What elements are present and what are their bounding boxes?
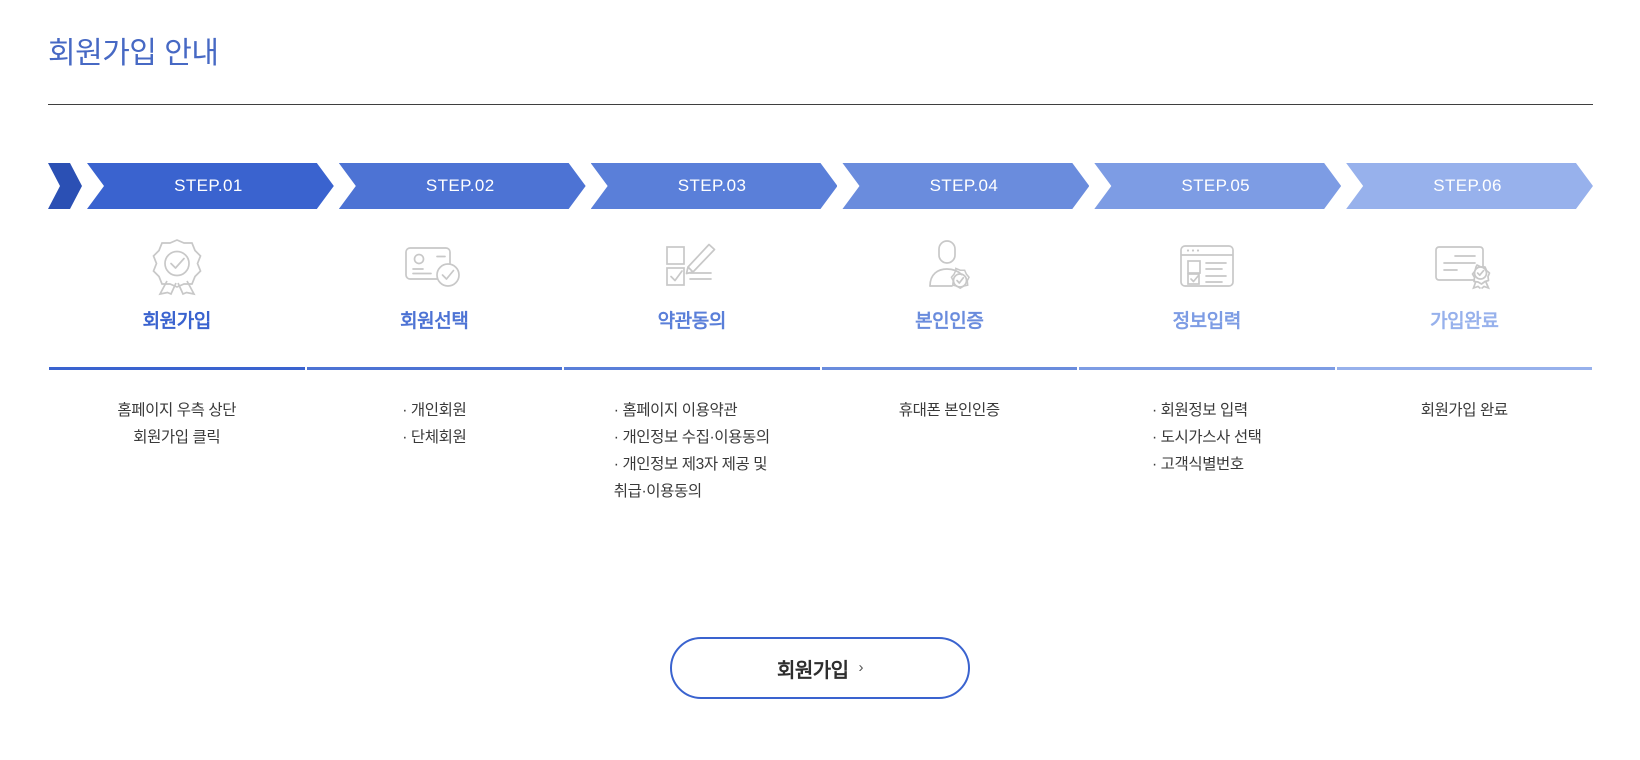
desc-line: 회원가입 클릭 (133, 429, 221, 446)
ribbon-check-icon (150, 228, 204, 304)
step-desc-1: 홈페이지 우측 상단 회원가입 클릭 (117, 397, 236, 451)
desc-line: 회원정보 입력 (1152, 397, 1262, 424)
step-badge-label: STEP.03 (677, 176, 747, 195)
step-detail-columns: 회원가입 홈페이지 우측 상단 회원가입 클릭 회원선택 (48, 228, 1593, 505)
cta-area: 회원가입 › (0, 637, 1640, 699)
checklist-pen-icon (663, 228, 721, 304)
step-desc-6: 회원가입 완료 (1421, 397, 1508, 424)
step-divider-3 (564, 367, 820, 370)
certificate-seal-icon (1433, 228, 1495, 304)
step-badge-4[interactable]: STEP.04 (842, 163, 1089, 209)
step-column-4: 본인인증 휴대폰 본인인증 (821, 228, 1079, 505)
step-badge-label: STEP.01 (174, 176, 243, 195)
desc-line: 홈페이지 이용약관 (614, 397, 770, 424)
step-desc-4: 휴대폰 본인인증 (899, 397, 1000, 424)
step-desc-3: 홈페이지 이용약관 개인정보 수집·이용동의 개인정보 제3자 제공 및 취급·… (614, 397, 770, 505)
step-badge-label: STEP.04 (929, 176, 999, 195)
step-divider-5 (1079, 367, 1335, 370)
signup-button-label: 회원가입 (776, 659, 849, 682)
step-column-3: 약관동의 홈페이지 이용약관 개인정보 수집·이용동의 개인정보 제3자 제공 … (563, 228, 821, 505)
desc-line: 도시가스사 선택 (1152, 424, 1262, 451)
page-title: 회원가입 안내 (48, 37, 219, 70)
step-badge-6[interactable]: STEP.06 (1346, 163, 1593, 209)
lead-double-chevron-icon (48, 163, 82, 209)
step-divider-4 (821, 367, 1077, 370)
title-divider (48, 104, 1593, 105)
step-badge-5[interactable]: STEP.05 (1094, 163, 1341, 209)
step-badge-1[interactable]: STEP.01 (87, 163, 334, 209)
step-progress-bar: STEP.01 STEP.02 STEP.03 STEP.04 STEP.05 … (48, 163, 1593, 209)
desc-line: 개인정보 제3자 제공 및 취급·이용동의 (614, 451, 770, 505)
step-label-3: 약관동의 (657, 311, 727, 332)
step-divider-1 (49, 367, 305, 370)
step-desc-5: 회원정보 입력 도시가스사 선택 고객식별번호 (1152, 397, 1262, 478)
step-label-5: 정보입력 (1172, 311, 1242, 332)
desc-line: 개인회원 (402, 397, 467, 424)
person-badge-icon (922, 228, 976, 304)
desc-line: 개인정보 수집·이용동의 (614, 424, 770, 451)
chevron-right-icon: › (858, 658, 864, 676)
step-label-6: 가입완료 (1430, 311, 1499, 332)
desc-line: 고객식별번호 (1152, 451, 1262, 478)
step-divider-6 (1336, 367, 1592, 370)
step-badge-label: STEP.02 (425, 176, 495, 195)
desc-line: 홈페이지 우측 상단 (117, 402, 237, 419)
step-badge-3[interactable]: STEP.03 (591, 163, 838, 209)
step-column-6: 가입완료 회원가입 완료 (1336, 228, 1594, 505)
desc-line: 휴대폰 본인인증 (898, 402, 1000, 419)
step-desc-2: 개인회원 단체회원 (402, 397, 467, 451)
step-column-2: 회원선택 개인회원 단체회원 (306, 228, 564, 505)
step-badge-2[interactable]: STEP.02 (339, 163, 586, 209)
step-column-1: 회원가입 홈페이지 우측 상단 회원가입 클릭 (48, 228, 306, 505)
signup-button[interactable]: 회원가입 › (670, 637, 970, 699)
form-window-icon (1178, 228, 1236, 304)
step-label-1: 회원가입 (142, 311, 212, 332)
id-card-check-icon (403, 228, 465, 304)
step-badge-label: STEP.05 (1181, 176, 1251, 195)
step-label-2: 회원선택 (400, 311, 469, 332)
step-divider-2 (306, 367, 562, 370)
step-label-4: 본인인증 (915, 311, 984, 332)
step-badge-label: STEP.06 (1433, 176, 1502, 195)
step-column-5: 정보입력 회원정보 입력 도시가스사 선택 고객식별번호 (1078, 228, 1336, 505)
desc-line: 단체회원 (402, 424, 467, 451)
desc-line: 회원가입 완료 (1420, 402, 1508, 419)
